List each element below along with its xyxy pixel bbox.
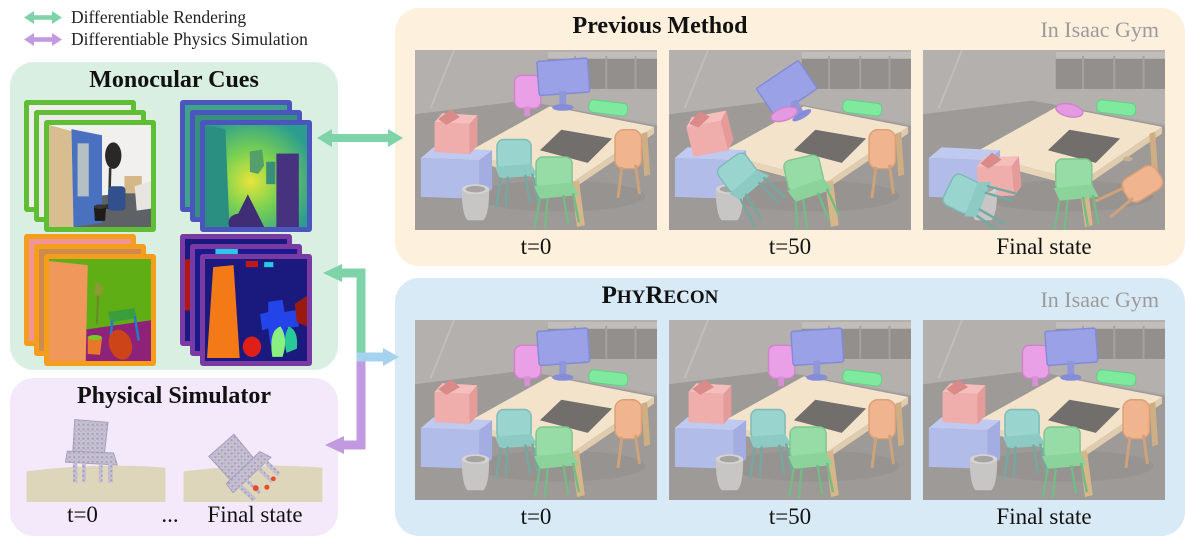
previous-scene-final-image [923, 50, 1165, 230]
phyrecon-scene-t0-image [415, 320, 657, 500]
connector-arrows [317, 129, 403, 454]
phyrecon-title-part: HY [616, 287, 646, 308]
rendering-double-arrow [317, 129, 403, 147]
normal-map-stack [24, 234, 156, 366]
double-arrow-rendering-icon [24, 10, 62, 24]
previous-label-t0: t=0 [520, 234, 552, 259]
legend-row-rendering: Differentiable Rendering [24, 6, 308, 28]
phyrecon-scene-t50-image [669, 320, 911, 500]
monocular-cues-title: Monocular Cues [89, 67, 259, 93]
simulator-label-t0: t=0 [67, 502, 98, 527]
phyrecon-title-part: P [601, 282, 617, 309]
phyrecon-scenes [415, 320, 1165, 500]
physical-simulator-title: Physical Simulator [76, 383, 271, 409]
previous-method-title: Previous Method [572, 13, 748, 39]
phyrecon-label-t0: t=0 [520, 504, 552, 529]
segmentation-map-image [200, 254, 312, 366]
phyrecon-labels: t=0 t=50 Final state [415, 504, 1165, 530]
simulator-chair-final-image [183, 425, 323, 502]
simulator-label-final: Final state [207, 502, 303, 527]
simulator-labels: t=0 ... Final state [10, 502, 338, 528]
legend-label-rendering: Differentiable Rendering [71, 6, 247, 27]
depth-map-stack [180, 100, 312, 232]
phyrecon-panel: PHYRECON In Isaac Gym t=0 t=50 Final sta… [395, 278, 1185, 536]
double-arrow-physics-icon [24, 32, 62, 46]
segmentation-map-stack [180, 234, 312, 366]
phyrecon-title-part: R [645, 282, 664, 309]
legend-label-physics: Differentiable Physics Simulation [71, 28, 308, 49]
previous-scene-t50-image [669, 50, 911, 230]
simulator-label-ellipsis: ... [161, 502, 179, 527]
legend: Differentiable Rendering Differentiable … [24, 6, 308, 50]
previous-scene-t0-image [415, 50, 657, 230]
previous-method-scenes [415, 50, 1165, 230]
rgb-image-stack [24, 100, 156, 232]
monocular-cues-panel: Monocular Cues [10, 62, 338, 370]
phyrecon-title: PHYRECON [395, 283, 925, 311]
phyrecon-isaac-gym-note: In Isaac Gym [1040, 287, 1159, 312]
rgb-image [49, 125, 151, 227]
phyrecon-title-part: ECON [663, 287, 719, 308]
previous-method-labels: t=0 t=50 Final state [415, 234, 1165, 260]
previous-method-panel: Previous Method In Isaac Gym t=0 t=50 Fi… [395, 8, 1185, 266]
phyrecon-input-arrow [356, 348, 399, 366]
rgb-frame-front [44, 120, 156, 232]
normal-map-image [44, 254, 156, 366]
physics-elbow-arrow [325, 353, 366, 454]
previous-label-final: Final state [996, 234, 1092, 259]
phyrecon-label-t50: t=50 [768, 504, 812, 529]
phyrecon-label-final: Final state [996, 504, 1092, 529]
depth-map-image [200, 120, 312, 232]
previous-label-t50: t=50 [768, 234, 812, 259]
simulator-chair-t0-image [26, 419, 166, 502]
phyrecon-scene-final-image [923, 320, 1165, 500]
physical-simulator-panel: Physical Simulator t=0 ... Final state [10, 378, 338, 536]
rendering-elbow-arrow [323, 264, 366, 357]
legend-row-physics: Differentiable Physics Simulation [24, 28, 308, 50]
previous-isaac-gym-note: In Isaac Gym [1040, 17, 1159, 42]
